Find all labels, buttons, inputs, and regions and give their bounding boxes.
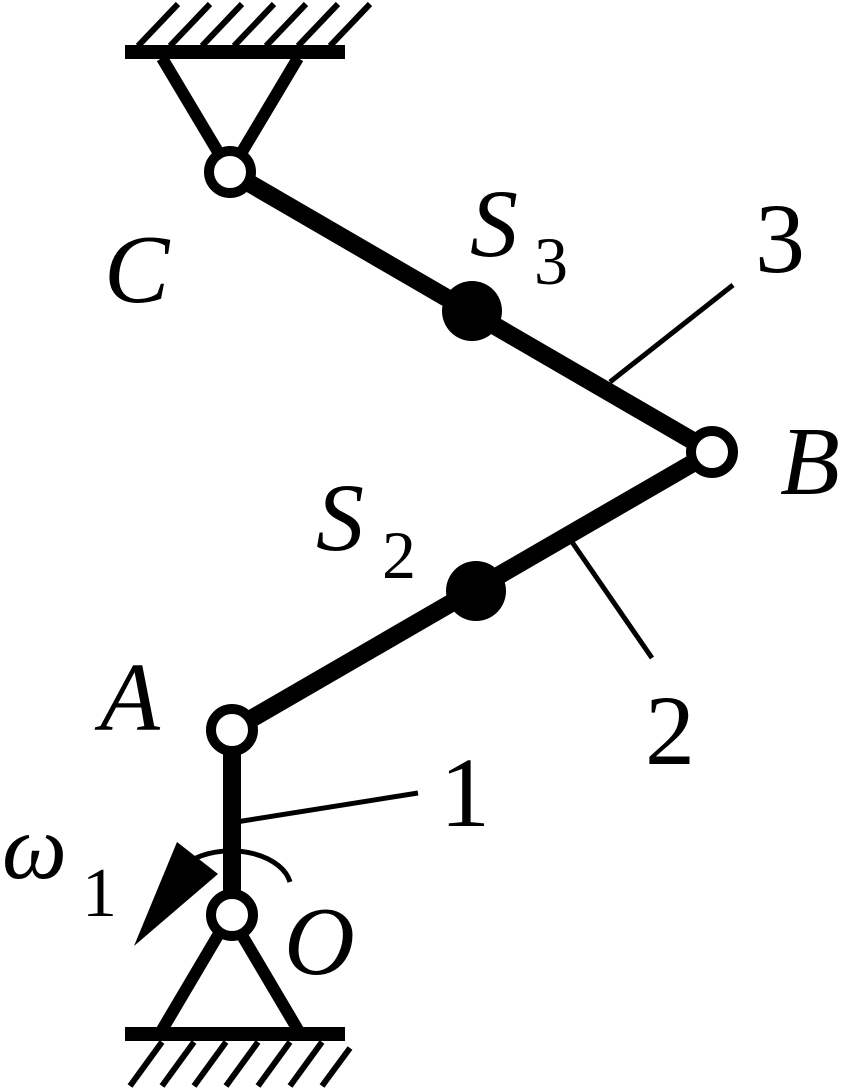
bottom-ground-support: [125, 903, 353, 1088]
omega-arrow-icon: [134, 842, 218, 946]
leader-link-2: [569, 540, 655, 660]
label-joint-o: O: [284, 888, 355, 996]
com-s3-dot: [442, 281, 502, 341]
joint-a: [206, 704, 258, 756]
label-com-s2-subscript: 2: [382, 517, 416, 593]
joint-o: [206, 889, 258, 941]
joint-c: [204, 146, 256, 198]
label-joint-a: A: [94, 644, 161, 752]
label-link-1: 1: [440, 737, 490, 848]
bottom-ground-hatching: [127, 1040, 353, 1088]
omega-arc: [194, 848, 293, 883]
label-link-3: 3: [755, 183, 805, 294]
label-com-s3: S: [470, 170, 518, 277]
label-omega-subscript: 1: [82, 855, 117, 932]
top-ground-support: [125, 1, 373, 184]
label-joint-c: C: [104, 216, 171, 324]
leader-link-3: [608, 283, 735, 384]
com-s2-dot: [446, 561, 506, 621]
top-ground-hatching: [135, 1, 373, 49]
label-joint-b: B: [780, 408, 840, 516]
joint-b: [686, 426, 738, 478]
label-com-s3-subscript: 3: [534, 223, 568, 299]
label-omega: ω: [2, 796, 67, 898]
leader-link-1: [235, 790, 419, 825]
label-com-s2: S: [316, 464, 364, 571]
label-link-2: 2: [645, 675, 695, 786]
